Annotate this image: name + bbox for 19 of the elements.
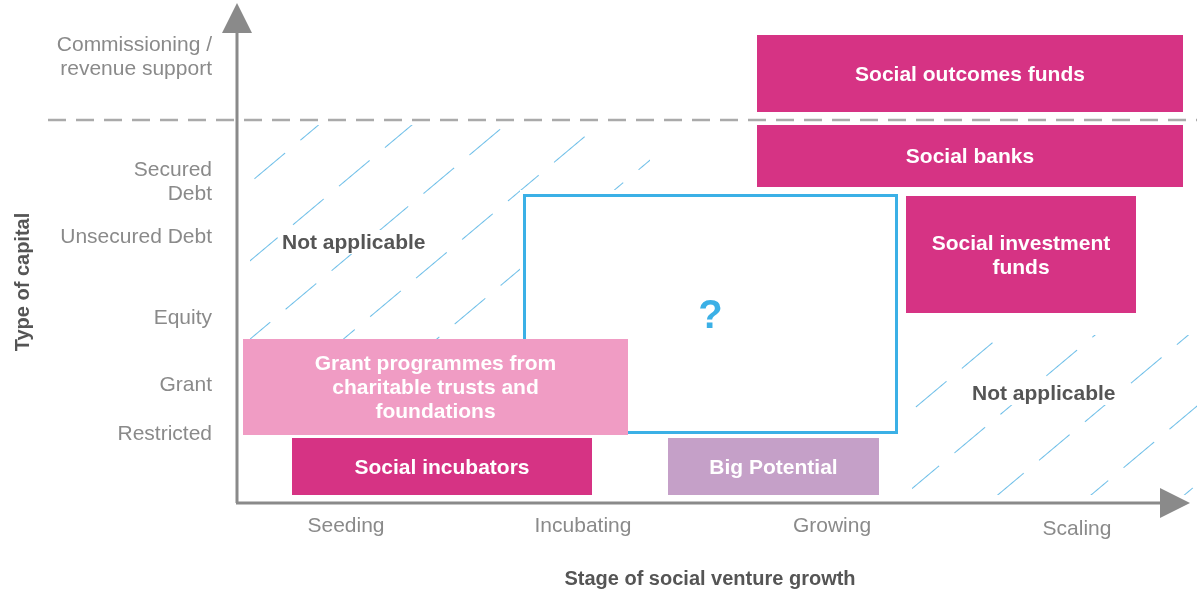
funding-box: Social incubators [292, 438, 592, 495]
axis-tick-label: Incubating [533, 513, 633, 537]
axis-tick-label: Growing [791, 513, 873, 537]
funding-box: Social banks [757, 125, 1183, 187]
axis-tick-label: Grant [158, 372, 212, 396]
funding-box: Big Potential [668, 438, 879, 495]
axis-tick-label: Scaling [1041, 516, 1113, 540]
axis-tick-label: Secured Debt [132, 157, 212, 205]
axis-tick-label: Seeding [306, 513, 386, 537]
axis-tick-label: Restricted [116, 421, 212, 445]
funding-box: Grant programmes from charitable trusts and foundations [243, 339, 628, 435]
funding-box: Social outcomes funds [757, 35, 1183, 112]
axis-title: Type of capital [10, 212, 34, 352]
axis-tick-label: Equity [152, 305, 212, 329]
axis-tick-label: Unsecured Debt [60, 224, 212, 248]
axis-tick-label: Commissioning / revenue support [55, 32, 212, 80]
area-label: Not applicable [282, 230, 426, 254]
funding-box: Social investment funds [906, 196, 1136, 313]
axis-title: Stage of social venture growth [563, 566, 857, 589]
